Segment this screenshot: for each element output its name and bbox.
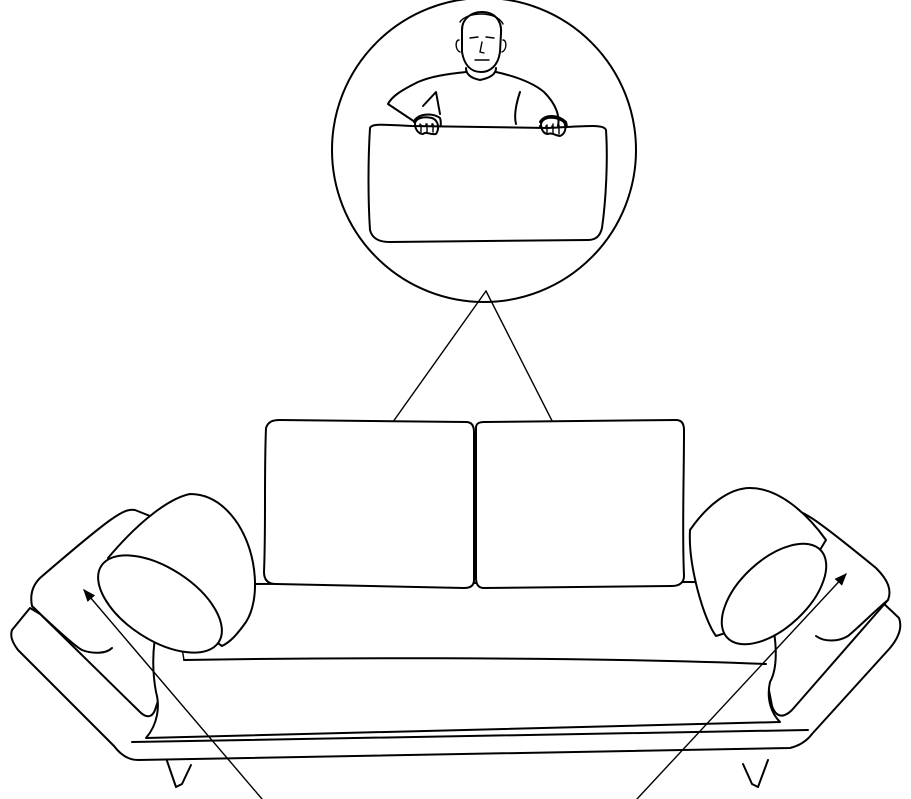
detail-callout	[332, 0, 636, 302]
back-cushion-icon	[476, 420, 684, 588]
person-holding-cushion-icon	[369, 12, 607, 242]
arrow-icon	[83, 589, 262, 799]
back-cushion-icon	[264, 420, 474, 588]
held-cushion-outline	[369, 125, 607, 242]
bolster-pillow-icon	[690, 488, 844, 663]
arrow-icon	[637, 573, 847, 799]
sofa	[11, 420, 900, 799]
bolster-pillow-icon	[82, 494, 255, 672]
sofa-leg-icon	[166, 758, 191, 787]
sofa-leg-icon	[743, 760, 768, 787]
